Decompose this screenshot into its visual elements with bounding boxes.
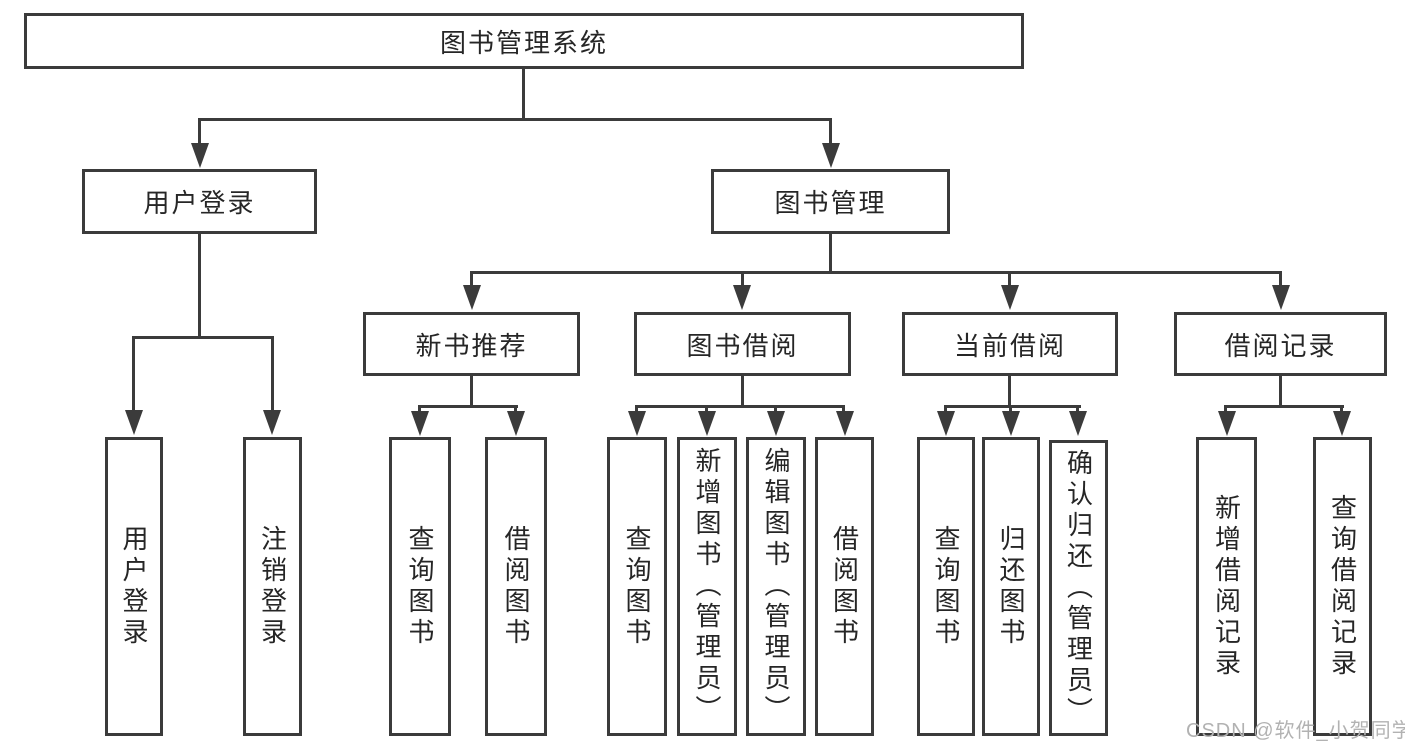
node-book-management-label: 图书管理 [774, 188, 887, 218]
node-root-label: 图书管理系统 [439, 27, 608, 58]
node-book-borrow-label: 图书借阅 [686, 330, 799, 361]
connector-borrow-stem [741, 376, 744, 408]
connector-records-leaf1-drop [1224, 405, 1227, 414]
connector-current-stem [1008, 376, 1011, 408]
arrowhead-current-leaf3 [1069, 411, 1087, 436]
arrowhead-login-leaf2 [263, 410, 281, 435]
connector-root-hbar [198, 118, 832, 121]
connector-root-stem [522, 69, 525, 121]
arrowhead-borrow-leaf4 [836, 411, 854, 436]
leaf-recommend-query-books: 查询图书 [389, 437, 451, 736]
connector-login-drop [198, 118, 201, 145]
arrowhead-login [191, 143, 209, 168]
arrowhead-recommend-leaf2 [507, 411, 525, 436]
connector-login-hbar [132, 336, 274, 339]
connector-records-stem [1279, 376, 1282, 408]
connector-records-drop [1279, 271, 1282, 285]
connector-borrow-leaf2-drop [705, 405, 708, 414]
node-new-book-recommend-label: 新书推荐 [415, 330, 528, 361]
arrowhead-borrow-leaf1 [628, 411, 646, 436]
node-current-borrow: 当前借阅 [902, 312, 1118, 376]
connector-borrow-leaf1-drop [635, 405, 638, 414]
csdn-watermark: CSDN @软件_小贺同学 [1186, 720, 1405, 742]
leaf-current-query-books-label: 查询图书 [931, 524, 961, 649]
arrowhead-recommend [463, 285, 481, 310]
arrowhead-current-leaf1 [937, 411, 955, 436]
leaf-return-books: 归还图书 [982, 437, 1040, 736]
arrowhead-login-leaf1 [125, 410, 143, 435]
leaf-borrow-books: 借阅图书 [815, 437, 874, 736]
leaf-recommend-query-books-label: 查询图书 [405, 524, 435, 649]
leaf-add-book-admin: 新增图书（管理员） [677, 437, 737, 736]
arrowhead-current-leaf2 [1002, 411, 1020, 436]
connector-mgmt-hbar [470, 271, 1282, 274]
leaf-return-books-label: 归还图书 [996, 524, 1026, 649]
connector-login-leaf1-drop [132, 336, 135, 412]
connector-recommend-stem [470, 376, 473, 408]
connector-records-hbar [1224, 405, 1344, 408]
node-new-book-recommend: 新书推荐 [363, 312, 580, 376]
connector-login-leaf2-drop [271, 336, 274, 412]
arrowhead-borrow-leaf3 [767, 411, 785, 436]
arrowhead-records-leaf1 [1218, 411, 1236, 436]
arrowhead-records [1272, 285, 1290, 310]
arrowhead-borrow [733, 285, 751, 310]
node-borrow-records-label: 借阅记录 [1224, 330, 1337, 361]
connector-current-hbar [944, 405, 1081, 408]
connector-current-drop [1008, 271, 1011, 285]
node-user-login: 用户登录 [82, 169, 317, 234]
leaf-logout-label: 注销登录 [257, 524, 288, 649]
connector-current-leaf2-drop [1009, 405, 1012, 414]
connector-borrow-leaf3-drop [774, 405, 777, 414]
connector-current-leaf1-drop [944, 405, 947, 414]
connector-records-leaf2-drop [1340, 405, 1343, 414]
connector-login-stem [198, 234, 201, 339]
leaf-borrow-query-books: 查询图书 [607, 437, 667, 736]
leaf-recommend-borrow-books: 借阅图书 [485, 437, 547, 736]
arrowhead-current [1001, 285, 1019, 310]
leaf-edit-book-admin-label: 编辑图书（管理员） [761, 447, 791, 726]
node-borrow-records: 借阅记录 [1174, 312, 1387, 376]
leaf-recommend-borrow-books-label: 借阅图书 [501, 524, 531, 649]
arrowhead-mgmt [822, 143, 840, 168]
leaf-add-borrow-record-label: 新增借阅记录 [1211, 493, 1242, 680]
leaf-user-login: 用户登录 [105, 437, 163, 736]
node-current-borrow-label: 当前借阅 [953, 330, 1066, 361]
arrowhead-records-leaf2 [1333, 411, 1351, 436]
connector-recommend-hbar [418, 405, 518, 408]
leaf-confirm-return-admin: 确认归还（管理员） [1049, 440, 1108, 736]
leaf-current-query-books: 查询图书 [917, 437, 975, 736]
leaf-edit-book-admin: 编辑图书（管理员） [746, 437, 806, 736]
leaf-query-borrow-record: 查询借阅记录 [1313, 437, 1372, 736]
leaf-user-login-label: 用户登录 [119, 524, 149, 649]
connector-mgmt-drop [829, 118, 832, 145]
connector-mgmt-stem [829, 234, 832, 274]
connector-borrow-drop [741, 271, 744, 285]
connector-current-leaf3-drop [1076, 405, 1079, 414]
connector-borrow-leaf4-drop [842, 405, 845, 414]
leaf-confirm-return-admin-label: 确认归还（管理员） [1063, 448, 1094, 728]
node-user-login-label: 用户登录 [143, 188, 256, 218]
node-root: 图书管理系统 [24, 13, 1024, 69]
arrowhead-recommend-leaf1 [411, 411, 429, 436]
leaf-add-borrow-record: 新增借阅记录 [1196, 437, 1257, 736]
node-book-borrow: 图书借阅 [634, 312, 851, 376]
leaf-logout: 注销登录 [243, 437, 302, 736]
connector-borrow-hbar [635, 405, 845, 408]
leaf-add-book-admin-label: 新增图书（管理员） [692, 447, 722, 726]
leaf-borrow-query-books-label: 查询图书 [622, 524, 652, 649]
leaf-borrow-books-label: 借阅图书 [829, 524, 860, 649]
node-book-management: 图书管理 [711, 169, 950, 234]
connector-recommend-leaf2-drop [514, 405, 517, 414]
leaf-query-borrow-record-label: 查询借阅记录 [1327, 493, 1358, 680]
connector-recommend-leaf1-drop [418, 405, 421, 414]
connector-recommend-drop [470, 271, 473, 285]
arrowhead-borrow-leaf2 [698, 411, 716, 436]
